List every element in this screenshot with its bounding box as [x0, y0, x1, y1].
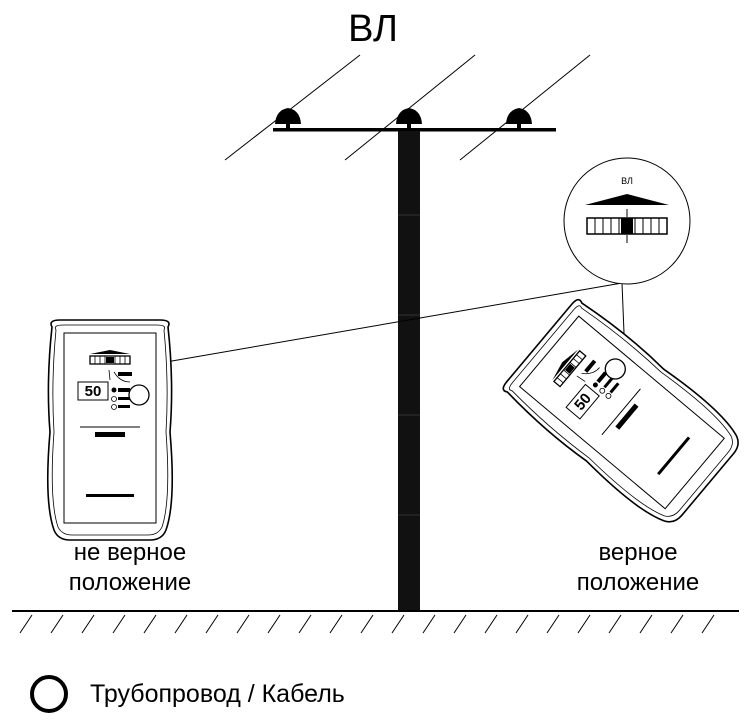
pointer-line	[142, 282, 623, 367]
circle-outline-icon	[30, 675, 68, 713]
locator-device-correct-position	[498, 294, 746, 533]
overhead-wires	[224, 54, 591, 161]
correct-position-line2: положение	[576, 569, 700, 596]
magnifier: ВЛ	[563, 157, 691, 285]
wrong-position-line1: не верное	[73, 539, 187, 566]
insulator-left	[275, 108, 301, 128]
pole-crossarm	[273, 128, 556, 132]
magnifier-label: ВЛ	[621, 176, 633, 186]
locator-device-wrong-position	[46, 319, 174, 541]
insulator-right	[506, 108, 532, 128]
legend: Трубопровод / Кабель	[30, 668, 345, 720]
ground	[12, 610, 739, 634]
diagram-title: ВЛ	[348, 8, 398, 50]
legend-text: Трубопровод / Кабель	[90, 680, 345, 708]
pole	[398, 131, 420, 611]
wrong-position-label: не верное положение	[20, 538, 240, 598]
wrong-position-line2: положение	[68, 569, 192, 596]
correct-position-label: верное положение	[538, 538, 738, 598]
insulators	[275, 108, 532, 128]
insulator-center	[396, 108, 422, 128]
correct-position-line1: верное	[598, 539, 678, 566]
